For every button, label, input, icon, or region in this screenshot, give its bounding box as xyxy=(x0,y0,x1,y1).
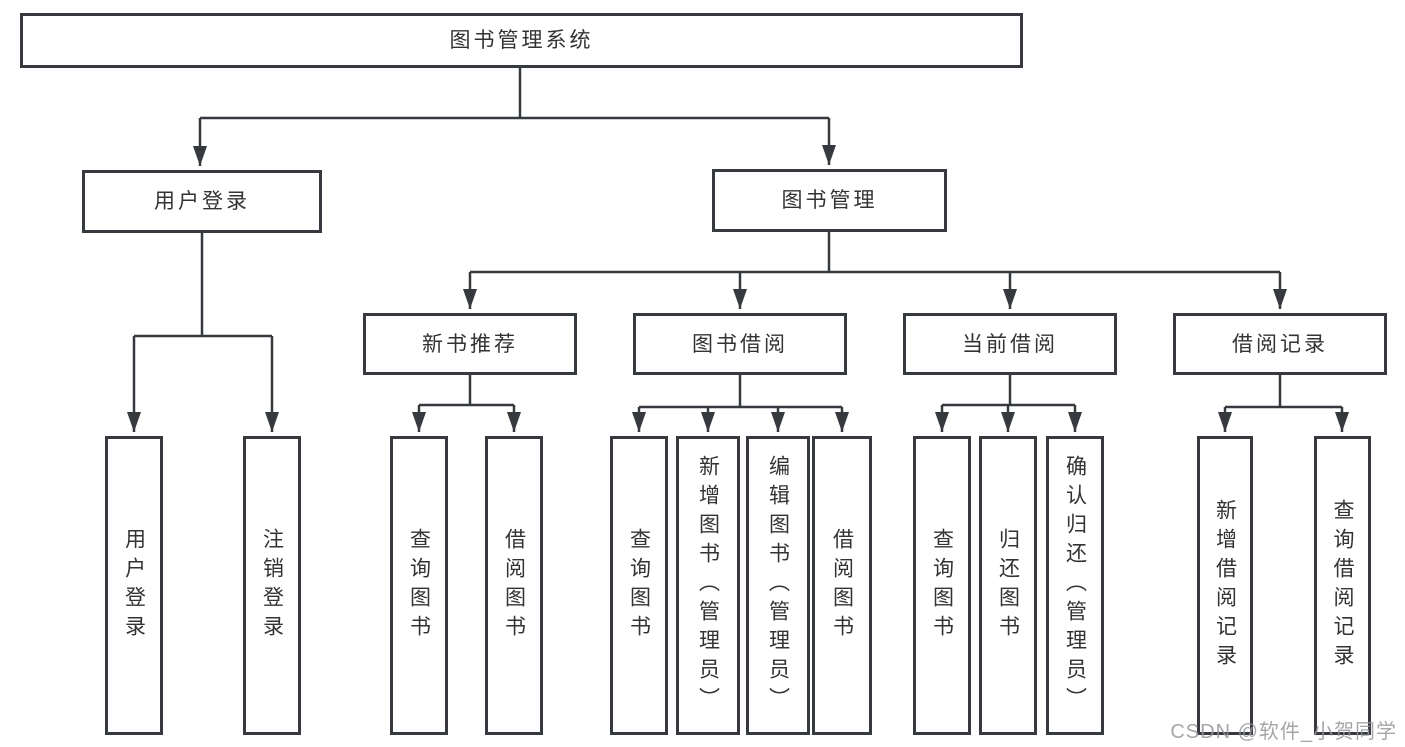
leaf-add-borrow-record: 新增借阅记录 xyxy=(1197,436,1253,735)
leaf-borrow-books-borrow: 借阅图书 xyxy=(812,436,872,735)
leaf-confirm-return-admin: 确认归还（管理员） xyxy=(1046,436,1104,735)
edges-book-mgmt-children xyxy=(463,232,1287,309)
node-book-borrow: 图书借阅 xyxy=(633,313,847,375)
node-book-management: 图书管理 xyxy=(712,169,947,232)
leaf-borrow-books-recommend: 借阅图书 xyxy=(485,436,543,735)
node-borrow-records: 借阅记录 xyxy=(1173,313,1387,375)
leaf-return-book: 归还图书 xyxy=(979,436,1037,735)
edges-user-login-children xyxy=(127,233,279,432)
csdn-watermark: CSDN @软件_小贺同学 xyxy=(1170,721,1397,743)
leaf-add-book-admin: 新增图书（管理员） xyxy=(676,436,740,735)
leaf-user-login: 用户登录 xyxy=(105,436,163,735)
leaf-query-books-current: 查询图书 xyxy=(913,436,971,735)
leaf-query-books-recommend: 查询图书 xyxy=(390,436,448,735)
edges-current-borrow-children xyxy=(935,375,1082,432)
edges-borrow-records-children xyxy=(1218,375,1349,432)
leaf-edit-book-admin: 编辑图书（管理员） xyxy=(746,436,810,735)
node-new-book-recommend: 新书推荐 xyxy=(363,313,577,375)
leaf-query-books-borrow: 查询图书 xyxy=(610,436,668,735)
node-user-login: 用户登录 xyxy=(82,170,322,233)
edges-book-borrow-children xyxy=(632,375,849,432)
node-current-borrow: 当前借阅 xyxy=(903,313,1117,375)
leaf-logout: 注销登录 xyxy=(243,436,301,735)
edges-root-to-level2 xyxy=(193,68,836,166)
edges-new-book-children xyxy=(412,375,521,432)
node-root: 图书管理系统 xyxy=(20,13,1023,68)
leaf-query-borrow-record: 查询借阅记录 xyxy=(1314,436,1371,735)
